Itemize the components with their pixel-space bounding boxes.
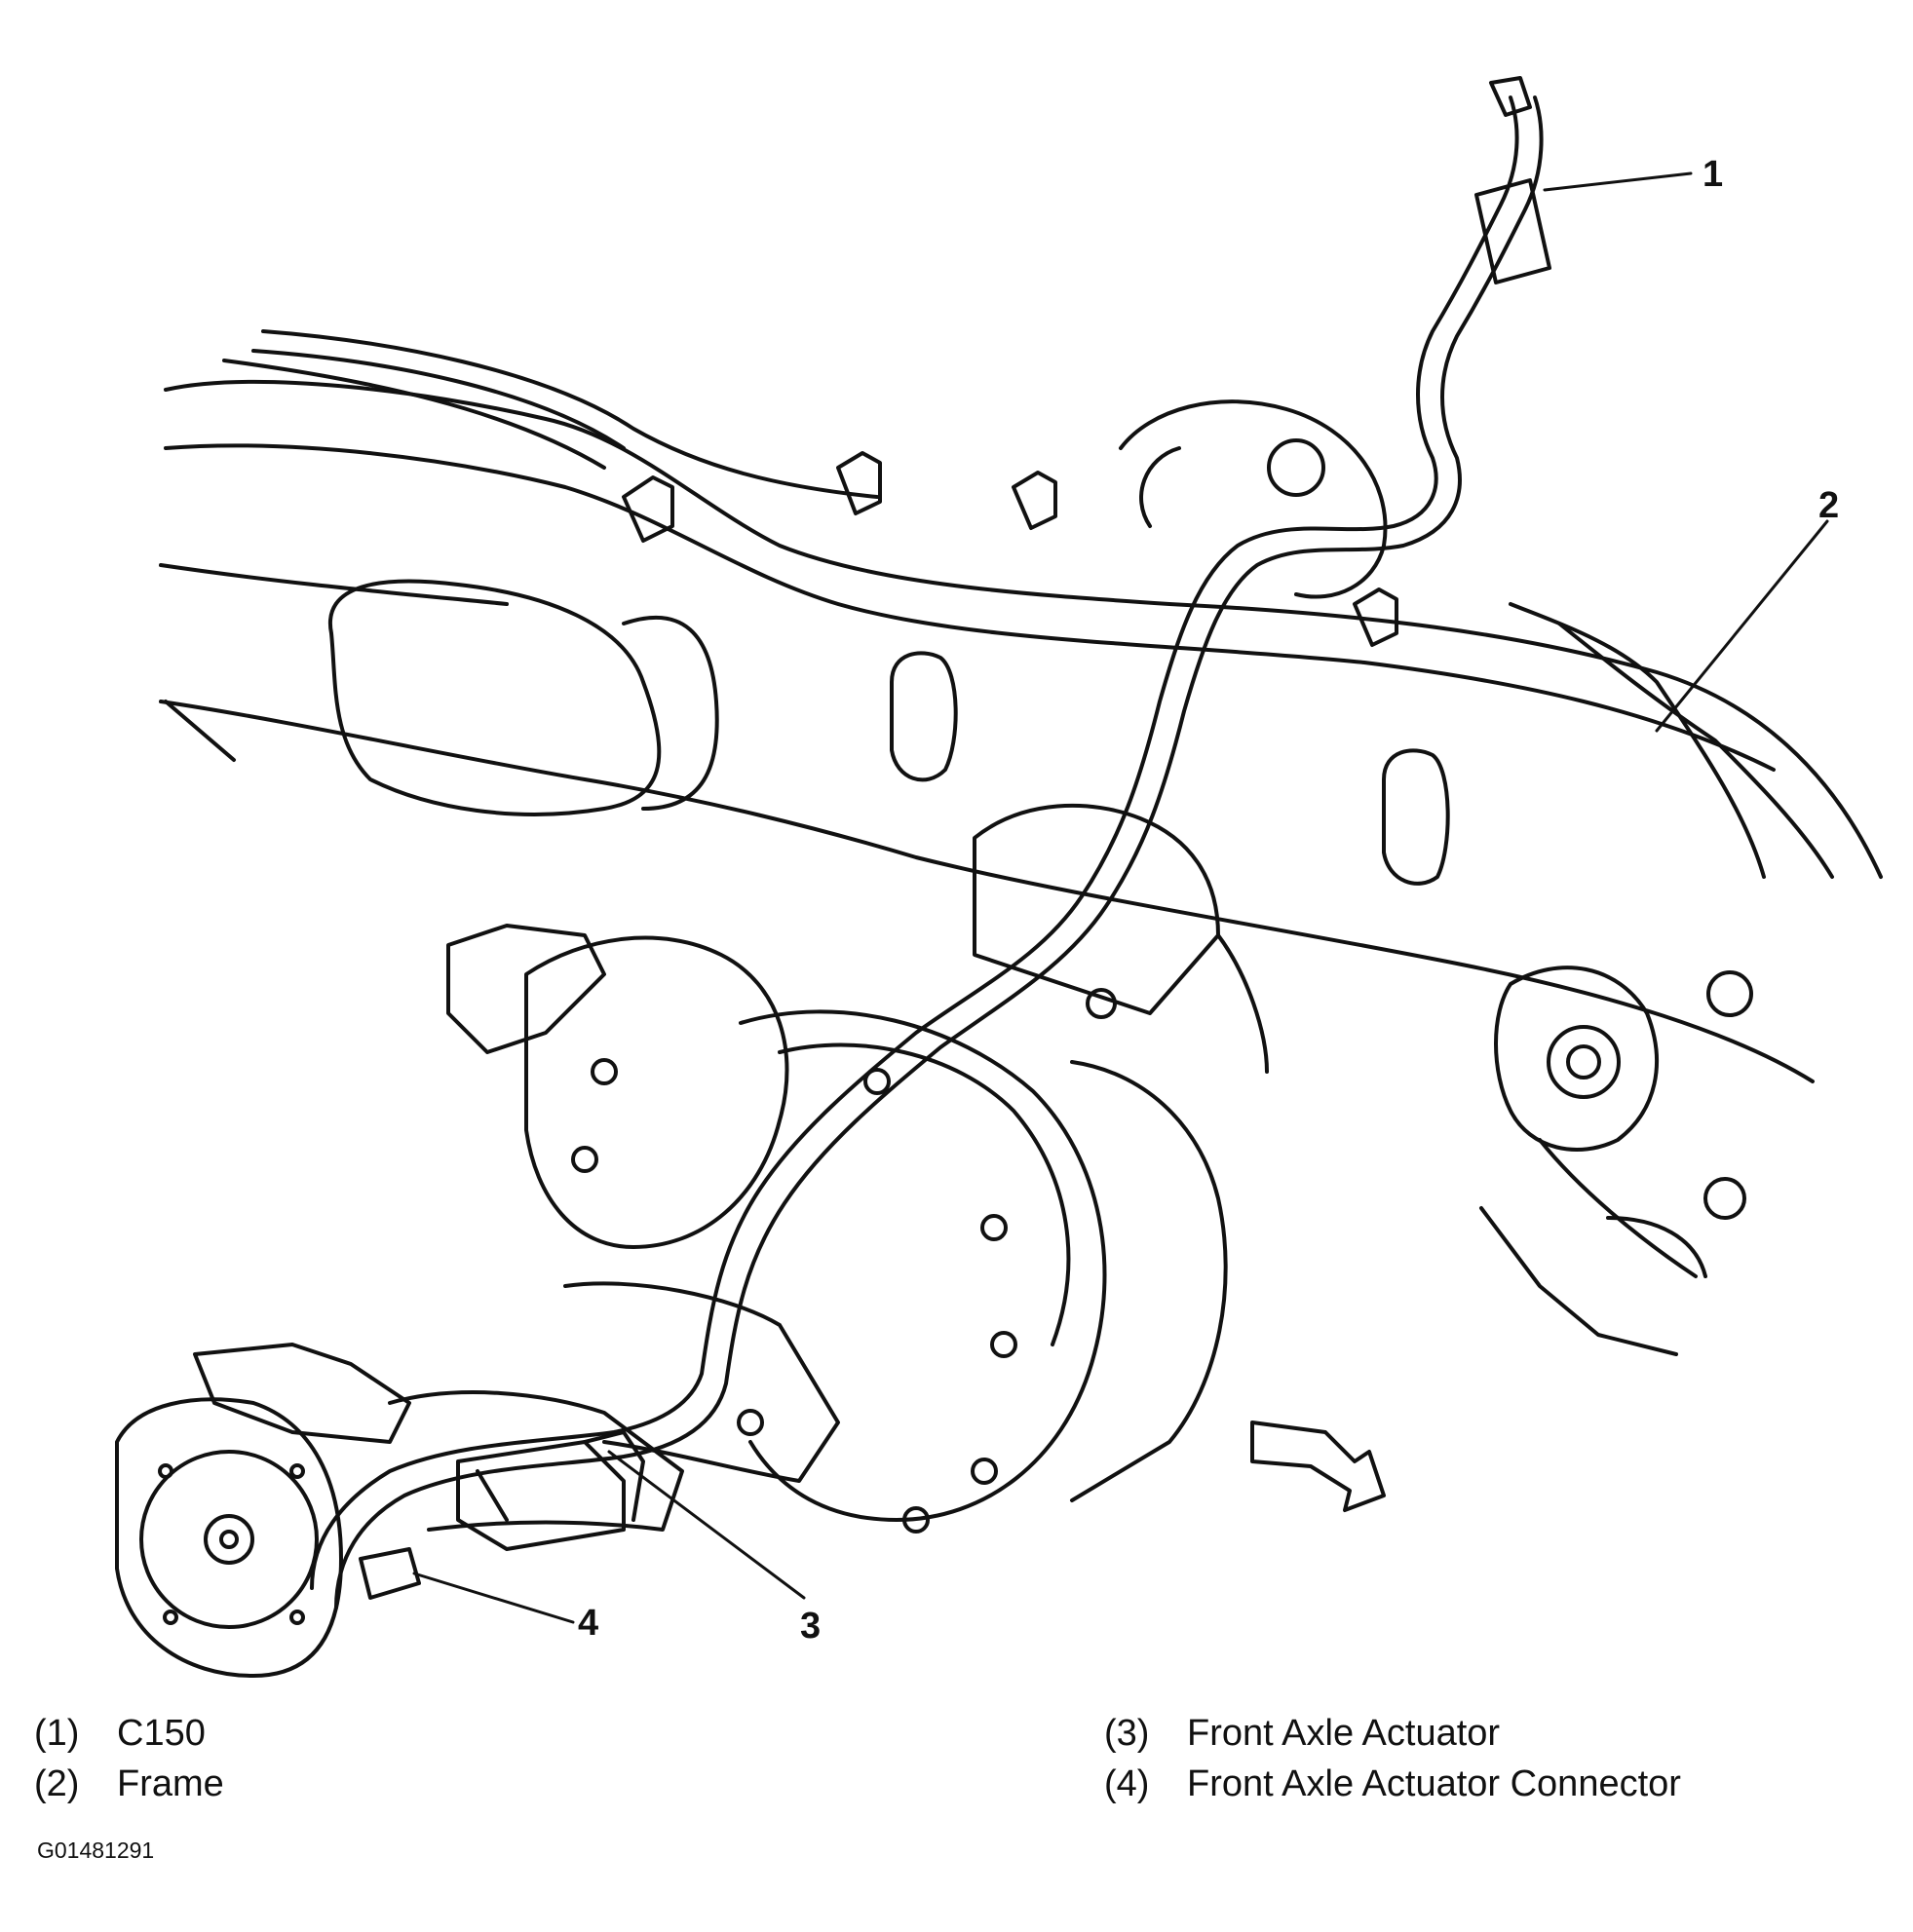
differential-assembly: [115, 924, 1228, 1678]
legend-item-4: (4) Front Axle Actuator Connector: [1104, 1765, 1681, 1802]
legend-number: (4): [1104, 1763, 1150, 1804]
legend-number: (3): [1104, 1713, 1150, 1754]
legend-item-2: (2) Frame: [34, 1765, 224, 1802]
leader-lines: [412, 171, 1829, 1624]
legend-item-1: (1) C150: [34, 1715, 206, 1752]
legend-label: Front Axle Actuator Connector: [1187, 1763, 1681, 1804]
legend-number: (2): [34, 1763, 80, 1804]
wiring-harness: [310, 76, 1551, 1610]
mount-brackets: [973, 399, 1753, 1356]
legend-label: Front Axle Actuator: [1187, 1713, 1501, 1754]
frame-rail: [159, 329, 1883, 1083]
legend-item-3: (3) Front Axle Actuator: [1104, 1715, 1500, 1752]
legend-label: Frame: [117, 1763, 224, 1804]
legend-number: (1): [34, 1713, 80, 1754]
figure-id: G01481291: [37, 1837, 155, 1863]
callout-number-4: 4: [578, 1603, 599, 1644]
callout-number-3: 3: [800, 1606, 822, 1647]
callout-number-2: 2: [1818, 485, 1840, 526]
callout-number-1: 1: [1703, 154, 1724, 195]
legend-label: C150: [117, 1713, 206, 1754]
